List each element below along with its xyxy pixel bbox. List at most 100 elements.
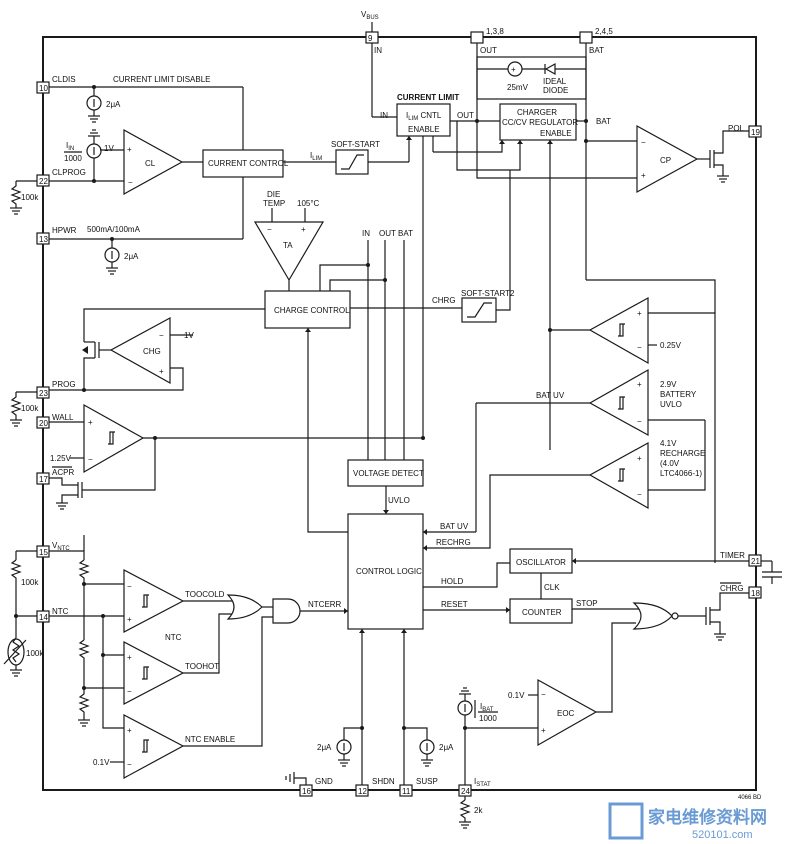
svg-text:IBAT: IBAT	[480, 702, 494, 713]
timer-capacitor	[761, 560, 782, 584]
voltage-detect-block: VOLTAGE DETECT UVLO	[347, 459, 424, 514]
enable-lines	[422, 121, 553, 450]
oscillator-counter: OSCILLATOR CLK COUNTER STOP	[509, 548, 749, 624]
svg-text:CURRENT CONTROL: CURRENT CONTROL	[208, 159, 289, 168]
charge-control-block: CHARGE CONTROL CHRG	[83, 290, 462, 533]
acpr-transistor	[49, 477, 83, 510]
pin-out: 1,3,8 OUT	[470, 27, 504, 55]
svg-text:4.1V: 4.1V	[660, 439, 677, 448]
svg-text:−: −	[541, 690, 546, 699]
svg-text:22: 22	[39, 177, 48, 186]
svg-text:+: +	[641, 171, 646, 180]
svg-text:NTC: NTC	[165, 633, 182, 642]
svg-text:BAT UV: BAT UV	[536, 391, 565, 400]
svg-text:10: 10	[39, 84, 48, 93]
svg-text:IN: IN	[374, 46, 382, 55]
svg-text:2μA: 2μA	[106, 100, 121, 109]
svg-text:ENABLE: ENABLE	[408, 125, 440, 134]
svg-text:TA: TA	[283, 241, 293, 250]
svg-text:−: −	[267, 225, 272, 234]
svg-text:100k: 100k	[21, 193, 39, 202]
svg-text:POL: POL	[728, 124, 745, 133]
svg-text:−: −	[127, 760, 132, 769]
svg-text:SHDN: SHDN	[372, 777, 395, 786]
gnd-symbol	[285, 772, 307, 785]
svg-text:15: 15	[39, 548, 48, 557]
svg-text:2.9V: 2.9V	[660, 380, 677, 389]
svg-text:OUT: OUT	[379, 229, 396, 238]
svg-text:100k: 100k	[21, 404, 39, 413]
svg-text:PROG: PROG	[52, 380, 76, 389]
svg-text:20: 20	[39, 419, 48, 428]
current-limit-block: CURRENT LIMIT IN ILIM CNTL ENABLE OUT	[380, 93, 474, 137]
amp-eoc: − + EOC 0.1V IBAT 1000	[457, 678, 598, 785]
svg-text:CC/CV REGULATOR: CC/CV REGULATOR	[502, 118, 578, 127]
svg-text:−: −	[88, 455, 93, 464]
svg-text:TEMP: TEMP	[263, 199, 285, 208]
svg-text:TOOHOT: TOOHOT	[185, 662, 219, 671]
svg-text:CP: CP	[660, 156, 671, 165]
svg-text:13: 13	[39, 235, 48, 244]
svg-text:CL: CL	[145, 159, 156, 168]
svg-text:IIN: IIN	[66, 141, 74, 152]
svg-text:1V: 1V	[184, 331, 194, 340]
soft-start2-block: SOFT-START2	[461, 170, 515, 323]
power-path-wires: BAT	[371, 43, 611, 280]
svg-text:DIE: DIE	[267, 190, 280, 199]
svg-text:UVLO: UVLO	[660, 400, 682, 409]
istat-resistor: 2k	[459, 796, 483, 829]
amp-toocold: − + TOOCOLD	[123, 569, 232, 633]
svg-text:−: −	[637, 417, 642, 426]
svg-text:17: 17	[39, 475, 48, 484]
svg-text:1000: 1000	[479, 714, 497, 723]
svg-text:LTC4066-1): LTC4066-1)	[660, 469, 702, 478]
svg-text:RECHRG: RECHRG	[436, 538, 471, 547]
svg-text:+: +	[511, 65, 516, 74]
svg-text:−: −	[127, 582, 132, 591]
svg-text:CHARGER: CHARGER	[517, 108, 557, 117]
svg-text:2μA: 2μA	[317, 743, 332, 752]
svg-text:12: 12	[358, 787, 367, 796]
ntc-network: 100k 100k 0.1V	[3, 535, 124, 767]
pin-ntc: 14 NTC	[36, 607, 69, 623]
svg-text:HPWR: HPWR	[52, 226, 77, 235]
charger-regulator-block: CHARGER CC/CV REGULATOR ENABLE	[499, 103, 578, 141]
svg-text:2μA: 2μA	[439, 743, 454, 752]
pin-gnd: 16 GND	[299, 777, 333, 797]
svg-text:+: +	[637, 309, 642, 318]
svg-text:CLK: CLK	[544, 583, 560, 592]
svg-text:ILIM CNTL: ILIM CNTL	[406, 111, 442, 122]
svg-text:OUT: OUT	[457, 111, 474, 120]
pin-bat: 2,4,5 BAT	[579, 27, 613, 55]
prog-resistor: 100k	[10, 391, 39, 427]
svg-text:+: +	[127, 726, 132, 735]
svg-text:2k: 2k	[474, 806, 483, 815]
svg-text:TIMER: TIMER	[720, 551, 745, 560]
svg-text:ISTAT: ISTAT	[474, 777, 491, 788]
svg-text:1.25V: 1.25V	[50, 454, 72, 463]
svg-text:UVLO: UVLO	[388, 496, 410, 505]
svg-text:CHRG: CHRG	[720, 584, 744, 593]
svg-text:100k: 100k	[21, 578, 39, 587]
svg-text:+: +	[637, 380, 642, 389]
svg-text:ENABLE: ENABLE	[540, 129, 572, 138]
soft-start-block: SOFT-START	[331, 136, 412, 175]
svg-text:SUSP: SUSP	[416, 777, 438, 786]
svg-text:CLPROG: CLPROG	[52, 168, 86, 177]
svg-text:+: +	[159, 367, 164, 376]
svg-text:NTCERR: NTCERR	[308, 600, 342, 609]
svg-text:CHARGE CONTROL: CHARGE CONTROL	[274, 306, 350, 315]
pin-susp: 11 SUSP	[399, 777, 438, 797]
svg-text:SOFT-START: SOFT-START	[331, 140, 380, 149]
svg-text:1,3,8: 1,3,8	[486, 27, 504, 36]
svg-text:OSCILLATOR: OSCILLATOR	[516, 558, 566, 567]
svg-text:1000: 1000	[64, 154, 82, 163]
pin-timer: 21 TIMER	[720, 551, 762, 567]
svg-text:RECHARGE: RECHARGE	[660, 449, 705, 458]
current-control-block: CURRENT CONTROL ILIM	[182, 149, 336, 178]
svg-text:VBUS: VBUS	[361, 10, 379, 21]
svg-text:CLDIS: CLDIS	[52, 75, 76, 84]
pin-clprog: 22 CLPROG	[36, 168, 86, 187]
shdn-susp-network: 2μA 2μA	[317, 629, 454, 785]
amp-cp: − + CP	[476, 121, 749, 194]
